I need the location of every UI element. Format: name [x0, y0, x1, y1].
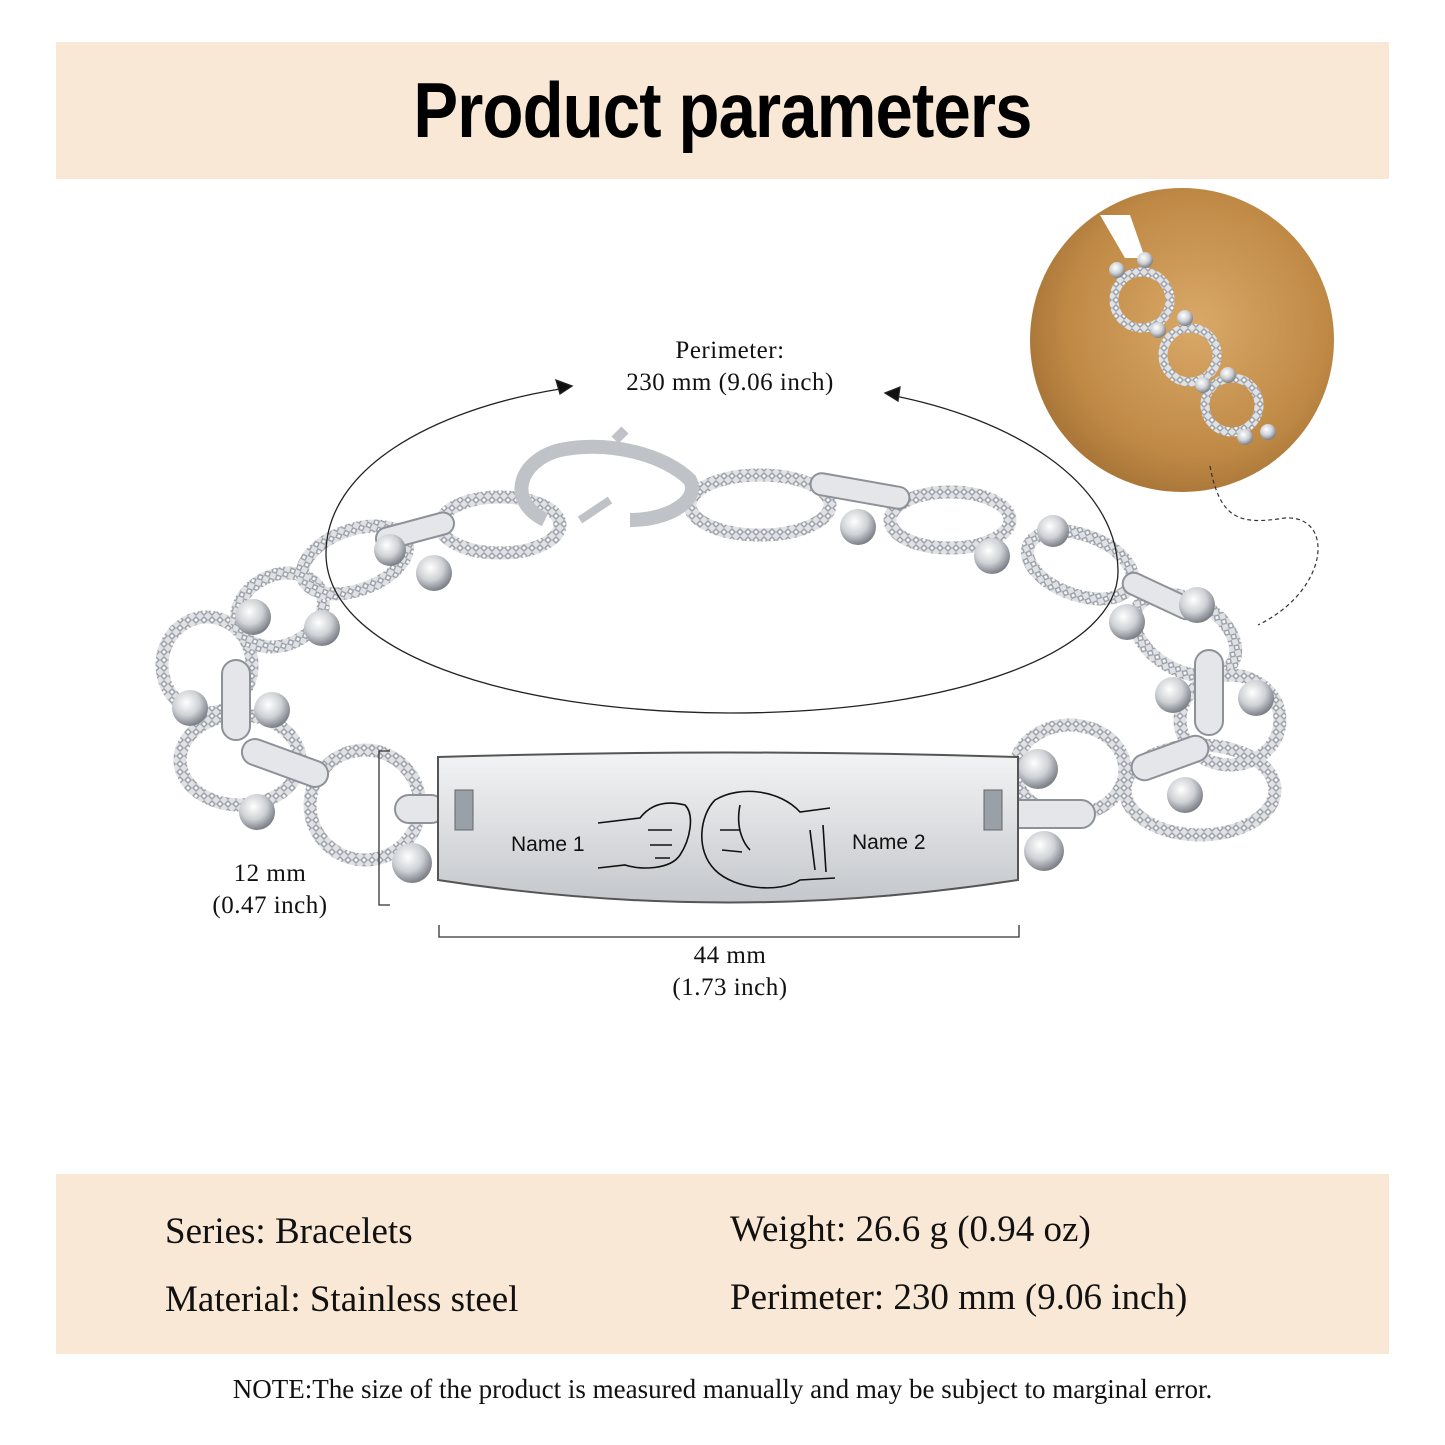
height-dimension	[378, 750, 390, 906]
fist-bump-icon	[597, 790, 836, 889]
perimeter-indicator	[325, 378, 1119, 714]
connector-bars	[221, 472, 1224, 829]
width-callout: 44 mm (1.73 inch)	[580, 940, 880, 1004]
plate-name-right: Name 2	[852, 831, 926, 854]
beads	[172, 509, 1274, 883]
measurement-note: NOTE:The size of the product is measured…	[232, 1374, 1213, 1404]
product-diagram: Perimeter: 230 mm (9.06 inch) 12 mm (0.4…	[0, 185, 1445, 1165]
height-callout-mm: 12 mm	[233, 860, 307, 887]
inset-connector-line	[1209, 465, 1319, 626]
spec-weight: Weight: 26.6 g (0.94 oz)	[730, 1209, 1091, 1250]
height-callout-inch: (0.47 inch)	[212, 892, 328, 919]
width-callout-mm: 44 mm	[693, 942, 767, 969]
spec-material: Material: Stainless steel	[165, 1279, 519, 1320]
detail-inset-photo	[1030, 188, 1334, 492]
height-callout: 12 mm (0.47 inch)	[180, 858, 360, 922]
width-dimension	[438, 925, 1020, 938]
perimeter-callout: Perimeter: 230 mm (9.06 inch)	[580, 335, 880, 399]
perimeter-callout-value: 230 mm (9.06 inch)	[626, 369, 834, 396]
title-banner: Product parameters	[56, 42, 1389, 179]
plate-name-left: Name 1	[511, 833, 585, 856]
page-title: Product parameters	[413, 66, 1032, 154]
name-plate	[437, 751, 1019, 904]
perimeter-callout-title: Perimeter:	[675, 337, 785, 364]
spec-series: Series: Bracelets	[165, 1211, 413, 1252]
bracelet-illustration	[155, 188, 1334, 938]
width-callout-inch: (1.73 inch)	[672, 974, 788, 1001]
spec-perimeter: Perimeter: 230 mm (9.06 inch)	[730, 1277, 1188, 1318]
lobster-clasp	[514, 426, 699, 527]
spec-panel: Series: Bracelets Material: Stainless st…	[56, 1174, 1389, 1354]
